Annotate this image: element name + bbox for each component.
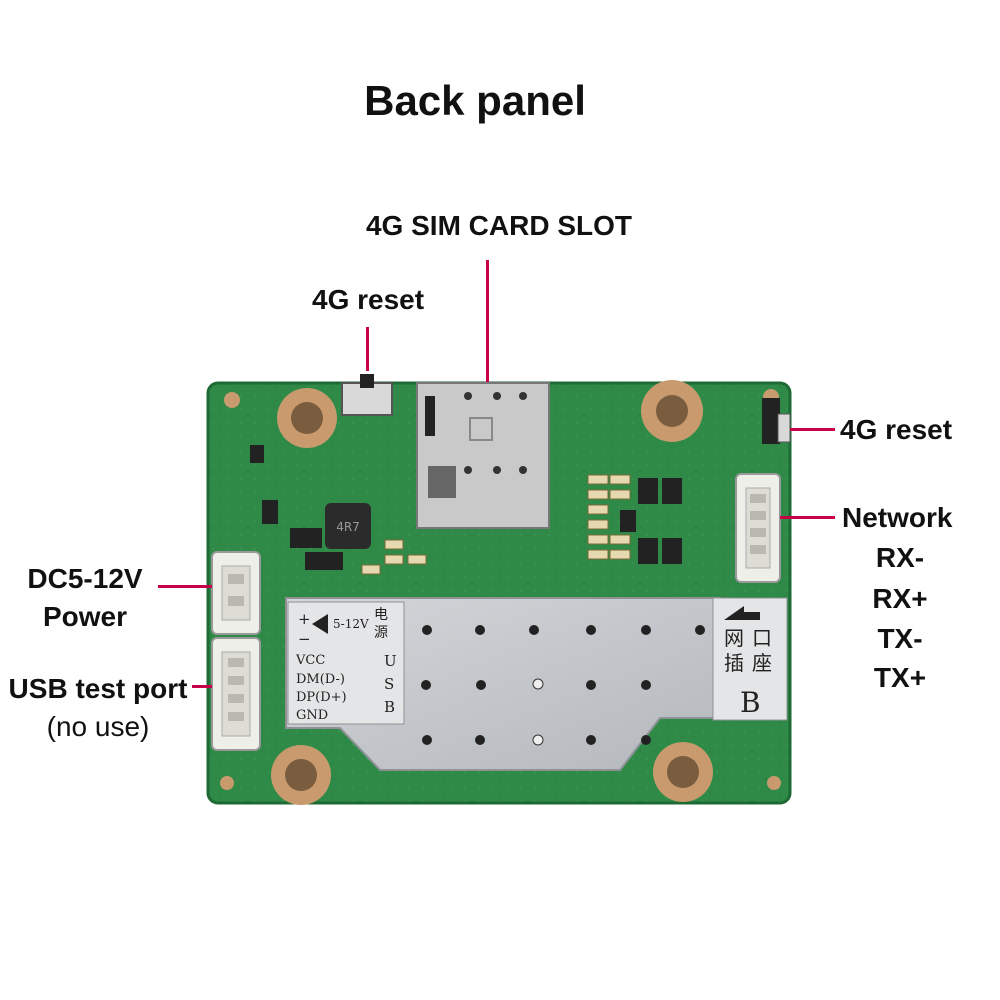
svg-text:电: 电 [374,607,388,623]
pointer-line-power [158,585,212,588]
reset-right-label: 4G reset [840,414,953,445]
usb-connector [211,637,261,751]
pointer-line-reset-right [790,428,835,431]
small-components [250,398,780,570]
power-label-line1: DC5-12V [27,563,143,594]
network-pin-label: TX+ [873,662,927,693]
usb-label: USB test port (no use) [0,670,196,746]
network-sticker: 网 口 插 座 B [712,597,788,721]
network-label: Network [842,502,953,533]
svg-text:B: B [384,698,395,716]
svg-text:5-12V: 5-12V [333,617,369,631]
usb-label-line1: USB test port [8,673,188,704]
page-title: Back panel [364,77,586,124]
svg-text:GND: GND [296,708,328,723]
network-pin-label: RX+ [872,583,928,614]
svg-text:插: 插 [724,651,744,675]
reset-switch-top [341,374,393,416]
mounting-pads [220,380,781,805]
svg-text:DM(D-): DM(D-) [296,672,345,687]
pointer-line-reset-top [366,327,369,371]
pointer-line-network [780,516,835,519]
svg-text:S: S [384,675,394,693]
svg-text:U: U [384,652,397,670]
pointer-line-usb [192,685,212,688]
sim-card-slot [416,382,550,529]
power-label-line2: Power [42,601,128,632]
shield-holes [421,625,705,746]
svg-text:B: B [740,686,761,719]
svg-text:+: + [298,610,311,628]
usb-label-line2: (no use) [46,711,150,742]
reset-switch-right [777,413,791,443]
power-connector [211,551,261,635]
svg-text:座: 座 [752,651,772,675]
svg-text:网: 网 [724,626,744,650]
svg-text:VCC: VCC [295,653,325,668]
svg-text:口: 口 [752,626,772,650]
pointer-line-sim [486,260,489,382]
svg-text:−: − [298,630,311,648]
svg-text:4R7: 4R7 [336,520,360,534]
power-label: DC5-12V Power [0,560,170,636]
svg-text:DP(D+): DP(D+) [296,690,347,705]
svg-text:源: 源 [374,625,388,641]
inductor: 4R7 [325,503,371,549]
network-connector [735,473,781,583]
sim-slot-label: 4G SIM CARD SLOT [365,210,632,241]
reset-top-label: 4G reset [312,284,425,315]
network-pin-label: RX- [875,542,925,573]
power-usb-sticker: + − 5-12V 电 源 VCC DM(D-) DP(D+) GND U S … [287,601,405,725]
resistor-array [361,474,631,575]
network-pin-label: TX- [877,623,923,654]
